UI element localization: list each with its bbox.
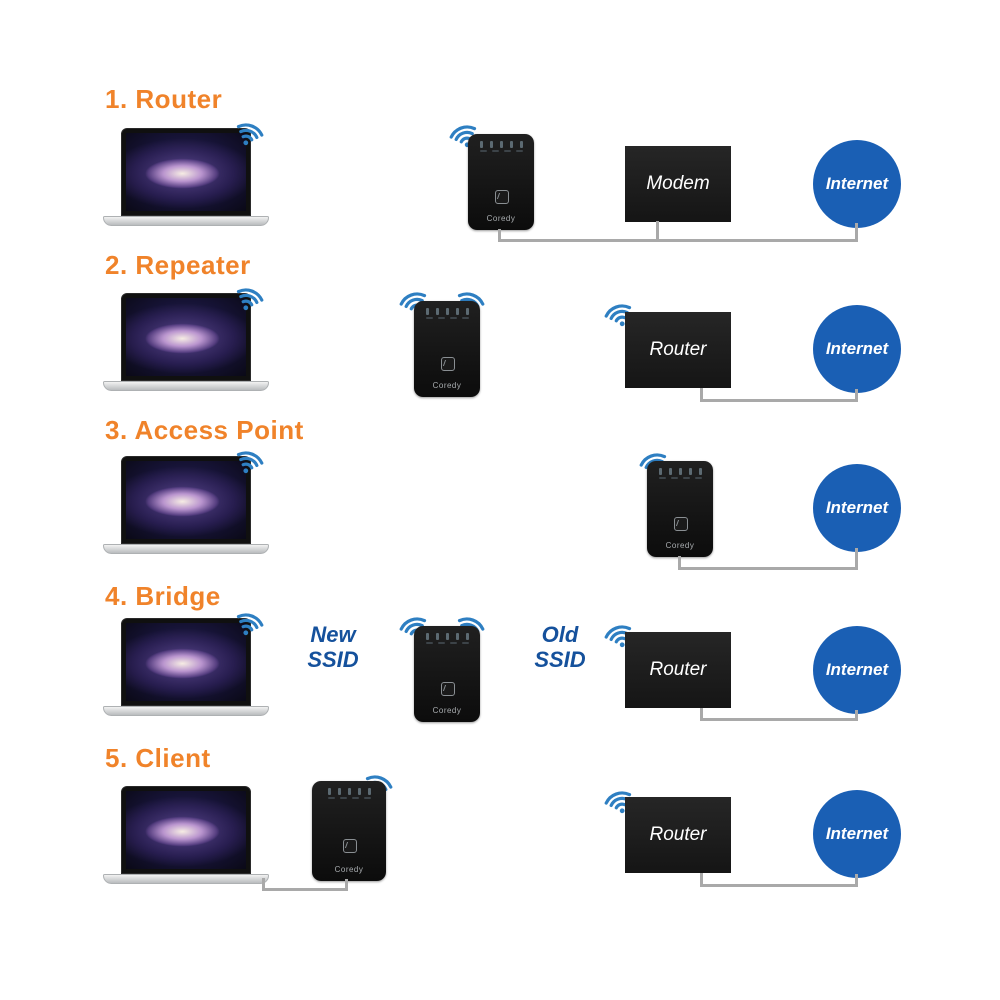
cable [345, 879, 348, 891]
modem-box: Modem [625, 146, 731, 222]
cable [262, 878, 265, 891]
laptop-base [103, 216, 269, 226]
cable [700, 873, 703, 887]
laptop [103, 293, 269, 391]
wifi-icon [236, 123, 264, 146]
cable [700, 884, 858, 887]
cable [855, 548, 858, 570]
device-led-labels [312, 797, 386, 800]
device-led-labels [647, 477, 713, 480]
internet-label: Internet [825, 660, 889, 679]
wifi-icon [236, 288, 264, 311]
cable [855, 223, 858, 241]
cable [262, 888, 348, 891]
galaxy-wallpaper [126, 461, 246, 539]
internet-label: Internet [825, 824, 889, 843]
laptop-screen [121, 128, 251, 216]
device-logo [441, 681, 455, 696]
device-brand-label: Coredy [432, 381, 462, 390]
device-brand-label: Coredy [432, 706, 462, 715]
laptop-screen [121, 618, 251, 706]
section-title-client: 5. Client [105, 743, 211, 773]
old-ssid-label: Old SSID [534, 622, 586, 673]
laptop-base [103, 874, 269, 884]
device-brand-label: Coredy [334, 865, 364, 874]
router-box: Router [625, 797, 731, 873]
router-box: Router [625, 312, 731, 388]
cable [855, 874, 858, 887]
repeater-device: Coredy [468, 134, 534, 230]
section-title-bridge: 4. Bridge [105, 581, 221, 611]
laptop-base [103, 706, 269, 716]
internet-node: Internet [813, 140, 901, 228]
cable [700, 708, 703, 721]
device-logo [495, 189, 509, 204]
cable [498, 229, 501, 242]
cable [678, 556, 681, 570]
laptop [103, 128, 269, 226]
cable [656, 221, 659, 241]
router-label: Router [649, 339, 707, 360]
cable [700, 399, 858, 402]
laptop [103, 786, 269, 884]
laptop-base [103, 544, 269, 554]
internet-label: Internet [825, 174, 889, 193]
device-logo [441, 356, 455, 371]
device-led-panel [312, 788, 386, 795]
device-led-panel [414, 633, 480, 640]
device-logo [674, 516, 688, 531]
wifi-icon [236, 451, 264, 474]
internet-node: Internet [813, 305, 901, 393]
repeater-device: Coredy [312, 781, 386, 881]
modem-label: Modem [646, 173, 710, 194]
internet-node: Internet [813, 626, 901, 714]
cable [700, 388, 703, 402]
section-title-repeater: 2. Repeater [105, 250, 251, 280]
laptop-base [103, 381, 269, 391]
internet-node: Internet [813, 464, 901, 552]
router-label: Router [649, 659, 707, 680]
laptop [103, 456, 269, 554]
galaxy-wallpaper [126, 298, 246, 376]
section-title-router: 1. Router [105, 84, 223, 114]
cable [678, 567, 858, 570]
device-led-labels [414, 642, 480, 645]
internet-label: Internet [825, 339, 889, 358]
cable [498, 239, 858, 242]
laptop-screen [121, 456, 251, 544]
cable [855, 710, 858, 721]
device-led-labels [468, 150, 534, 153]
cable [855, 389, 858, 402]
device-logo [343, 839, 357, 853]
laptop-screen [121, 786, 251, 874]
internet-label: Internet [825, 498, 889, 517]
repeater-device: Coredy [647, 461, 713, 557]
cable [700, 718, 858, 721]
device-led-panel [468, 141, 534, 148]
repeater-device: Coredy [414, 626, 480, 722]
device-led-labels [414, 317, 480, 320]
galaxy-wallpaper [126, 133, 246, 211]
router-label: Router [649, 824, 707, 845]
section-title-access-point: 3. Access Point [105, 415, 304, 445]
device-brand-label: Coredy [665, 541, 695, 550]
new-ssid-label: New SSID [307, 622, 359, 673]
laptop-screen [121, 293, 251, 381]
galaxy-wallpaper [126, 623, 246, 701]
galaxy-wallpaper [126, 791, 246, 869]
device-led-panel [414, 308, 480, 315]
laptop [103, 618, 269, 716]
device-led-panel [647, 468, 713, 475]
router-box: Router [625, 632, 731, 708]
repeater-device: Coredy [414, 301, 480, 397]
device-brand-label: Coredy [486, 214, 516, 223]
internet-node: Internet [813, 790, 901, 878]
wifi-icon [236, 613, 264, 636]
